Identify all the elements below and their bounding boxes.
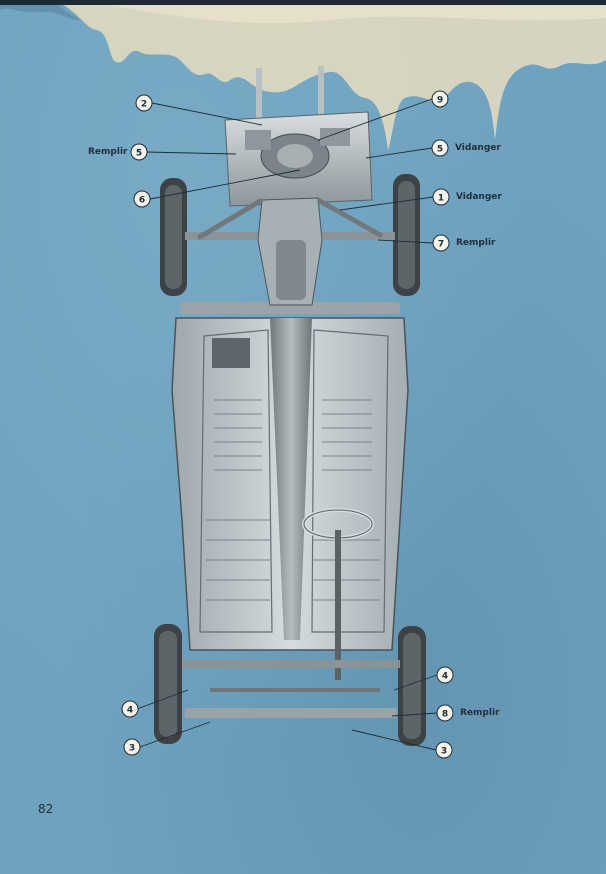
callout-4-right: 4 [442, 672, 448, 682]
label-remplir-8: Remplir [460, 708, 500, 718]
callout-marker [130, 143, 148, 161]
callout-marker [432, 188, 450, 206]
callout-8: 8 [442, 710, 448, 720]
callout-2: 2 [141, 100, 147, 110]
callout-marker [133, 190, 151, 208]
callout-3-left: 3 [129, 744, 135, 754]
callout-markers [121, 90, 454, 759]
callout-marker [435, 741, 453, 759]
callout-marker [432, 234, 450, 252]
callout-marker [135, 94, 153, 112]
callout-5-left: 5 [136, 149, 142, 159]
label-remplir-5: Remplir [88, 147, 128, 157]
gearbox [196, 197, 384, 306]
callout-7: 7 [438, 240, 444, 250]
label-remplir-7: Remplir [456, 238, 496, 248]
label-vidanger-5: Vidanger [455, 143, 501, 153]
floor-pan [171, 317, 409, 651]
front-axle [182, 660, 400, 718]
front-wheel-left [154, 624, 182, 744]
callout-marker [123, 738, 141, 756]
label-vidanger-1: Vidanger [456, 192, 502, 202]
callout-marker [436, 704, 454, 722]
callout-1: 1 [438, 194, 444, 204]
rear-wheel-left [160, 178, 187, 296]
callout-4-left: 4 [127, 706, 133, 716]
engine [224, 66, 373, 207]
page-number: 82 [38, 802, 54, 816]
callout-5-right: 5 [437, 145, 443, 155]
water-stain [0, 0, 606, 150]
callout-6: 6 [139, 196, 145, 206]
front-wheel-right [398, 626, 426, 746]
rear-wheel-right [393, 174, 420, 296]
callout-marker [431, 90, 449, 108]
callout-marker [431, 139, 449, 157]
rear-crossmember [180, 302, 400, 314]
callout-3-right: 3 [441, 747, 447, 757]
leader-lines [136, 98, 438, 751]
callout-marker [436, 666, 454, 684]
steering-wheel [302, 508, 374, 680]
callout-9: 9 [437, 96, 443, 106]
callout-marker [121, 700, 139, 718]
